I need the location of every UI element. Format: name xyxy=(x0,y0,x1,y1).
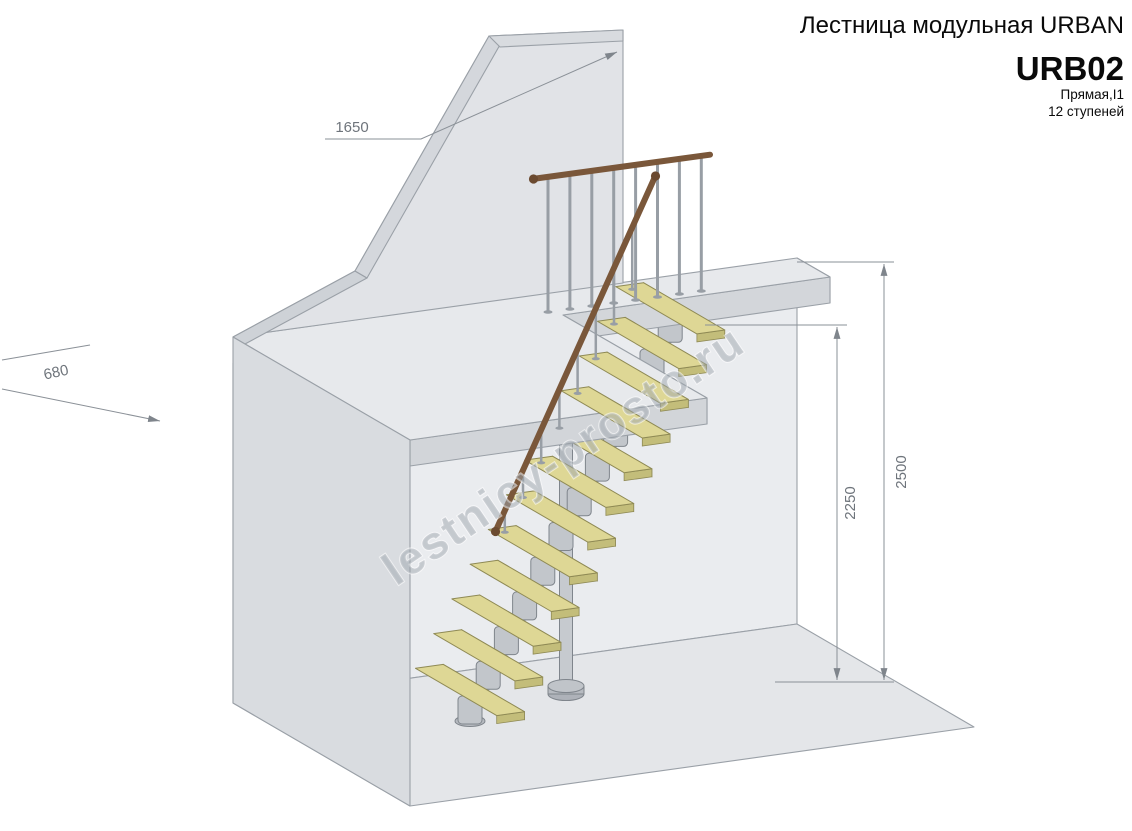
baluster-base xyxy=(543,310,553,314)
baluster-base xyxy=(591,357,600,361)
gable-wall-face xyxy=(232,29,624,338)
product-variant: Прямая,I1 xyxy=(1061,87,1124,102)
column-base-upper xyxy=(547,679,585,693)
product-model: URB02 xyxy=(1016,50,1124,87)
dimension-extension xyxy=(1,344,91,361)
handrail-finial xyxy=(490,526,501,537)
tread xyxy=(597,316,707,370)
handrail-finial xyxy=(650,171,661,181)
tread xyxy=(433,629,544,682)
baluster-base xyxy=(565,307,575,311)
product-step-count: 12 ступеней xyxy=(1048,104,1124,119)
landing-railing xyxy=(528,151,713,314)
baluster-base xyxy=(628,287,637,291)
gable-wall xyxy=(232,29,624,345)
tread xyxy=(524,455,635,508)
left-wall xyxy=(232,336,411,807)
title-block: Лестница модульная URBAN URB02 Прямая,I1… xyxy=(800,12,1124,119)
tread xyxy=(469,559,580,612)
baluster-base xyxy=(519,495,527,500)
dimension-2250: 2250 xyxy=(705,324,859,680)
tread xyxy=(578,351,689,404)
baluster-base xyxy=(610,322,618,326)
dimension-1650: 1650 xyxy=(325,51,618,140)
dimensions: 1650 680 2500 2250 xyxy=(1,51,910,683)
dimension-leader xyxy=(325,51,618,140)
tread xyxy=(560,386,671,439)
baluster-base xyxy=(537,461,546,465)
dimension-label-2500: 2500 xyxy=(893,455,910,488)
dimension-label-680: 680 xyxy=(42,362,70,384)
treads-upper xyxy=(560,282,726,447)
dimension-leader xyxy=(1,388,161,423)
baluster-base xyxy=(674,292,684,296)
stair-handrail xyxy=(494,176,657,531)
handrail-finial xyxy=(528,174,539,184)
baluster-base xyxy=(500,530,509,534)
baluster-base xyxy=(555,426,564,430)
landing-balusters xyxy=(543,155,706,314)
dimension-label-1650: 1650 xyxy=(335,119,368,136)
gable-wall-band-top xyxy=(488,29,624,48)
tread xyxy=(415,663,525,717)
dimension-2500: 2500 xyxy=(775,261,910,683)
stair-railing xyxy=(490,171,661,537)
tread xyxy=(506,490,616,543)
baluster-base xyxy=(653,295,662,299)
dimension-label-2250: 2250 xyxy=(842,486,859,519)
dimension-680: 680 xyxy=(1,344,161,423)
product-series: Лестница модульная URBAN xyxy=(800,12,1124,39)
stair-balusters xyxy=(500,228,637,534)
treads-lower xyxy=(415,420,653,725)
left-wall-face xyxy=(232,336,411,807)
landing-handrail xyxy=(533,151,713,182)
tread xyxy=(487,525,598,578)
baluster-base xyxy=(573,391,582,395)
tread xyxy=(451,594,562,647)
baluster-base xyxy=(696,289,706,293)
baluster-base xyxy=(631,298,641,302)
